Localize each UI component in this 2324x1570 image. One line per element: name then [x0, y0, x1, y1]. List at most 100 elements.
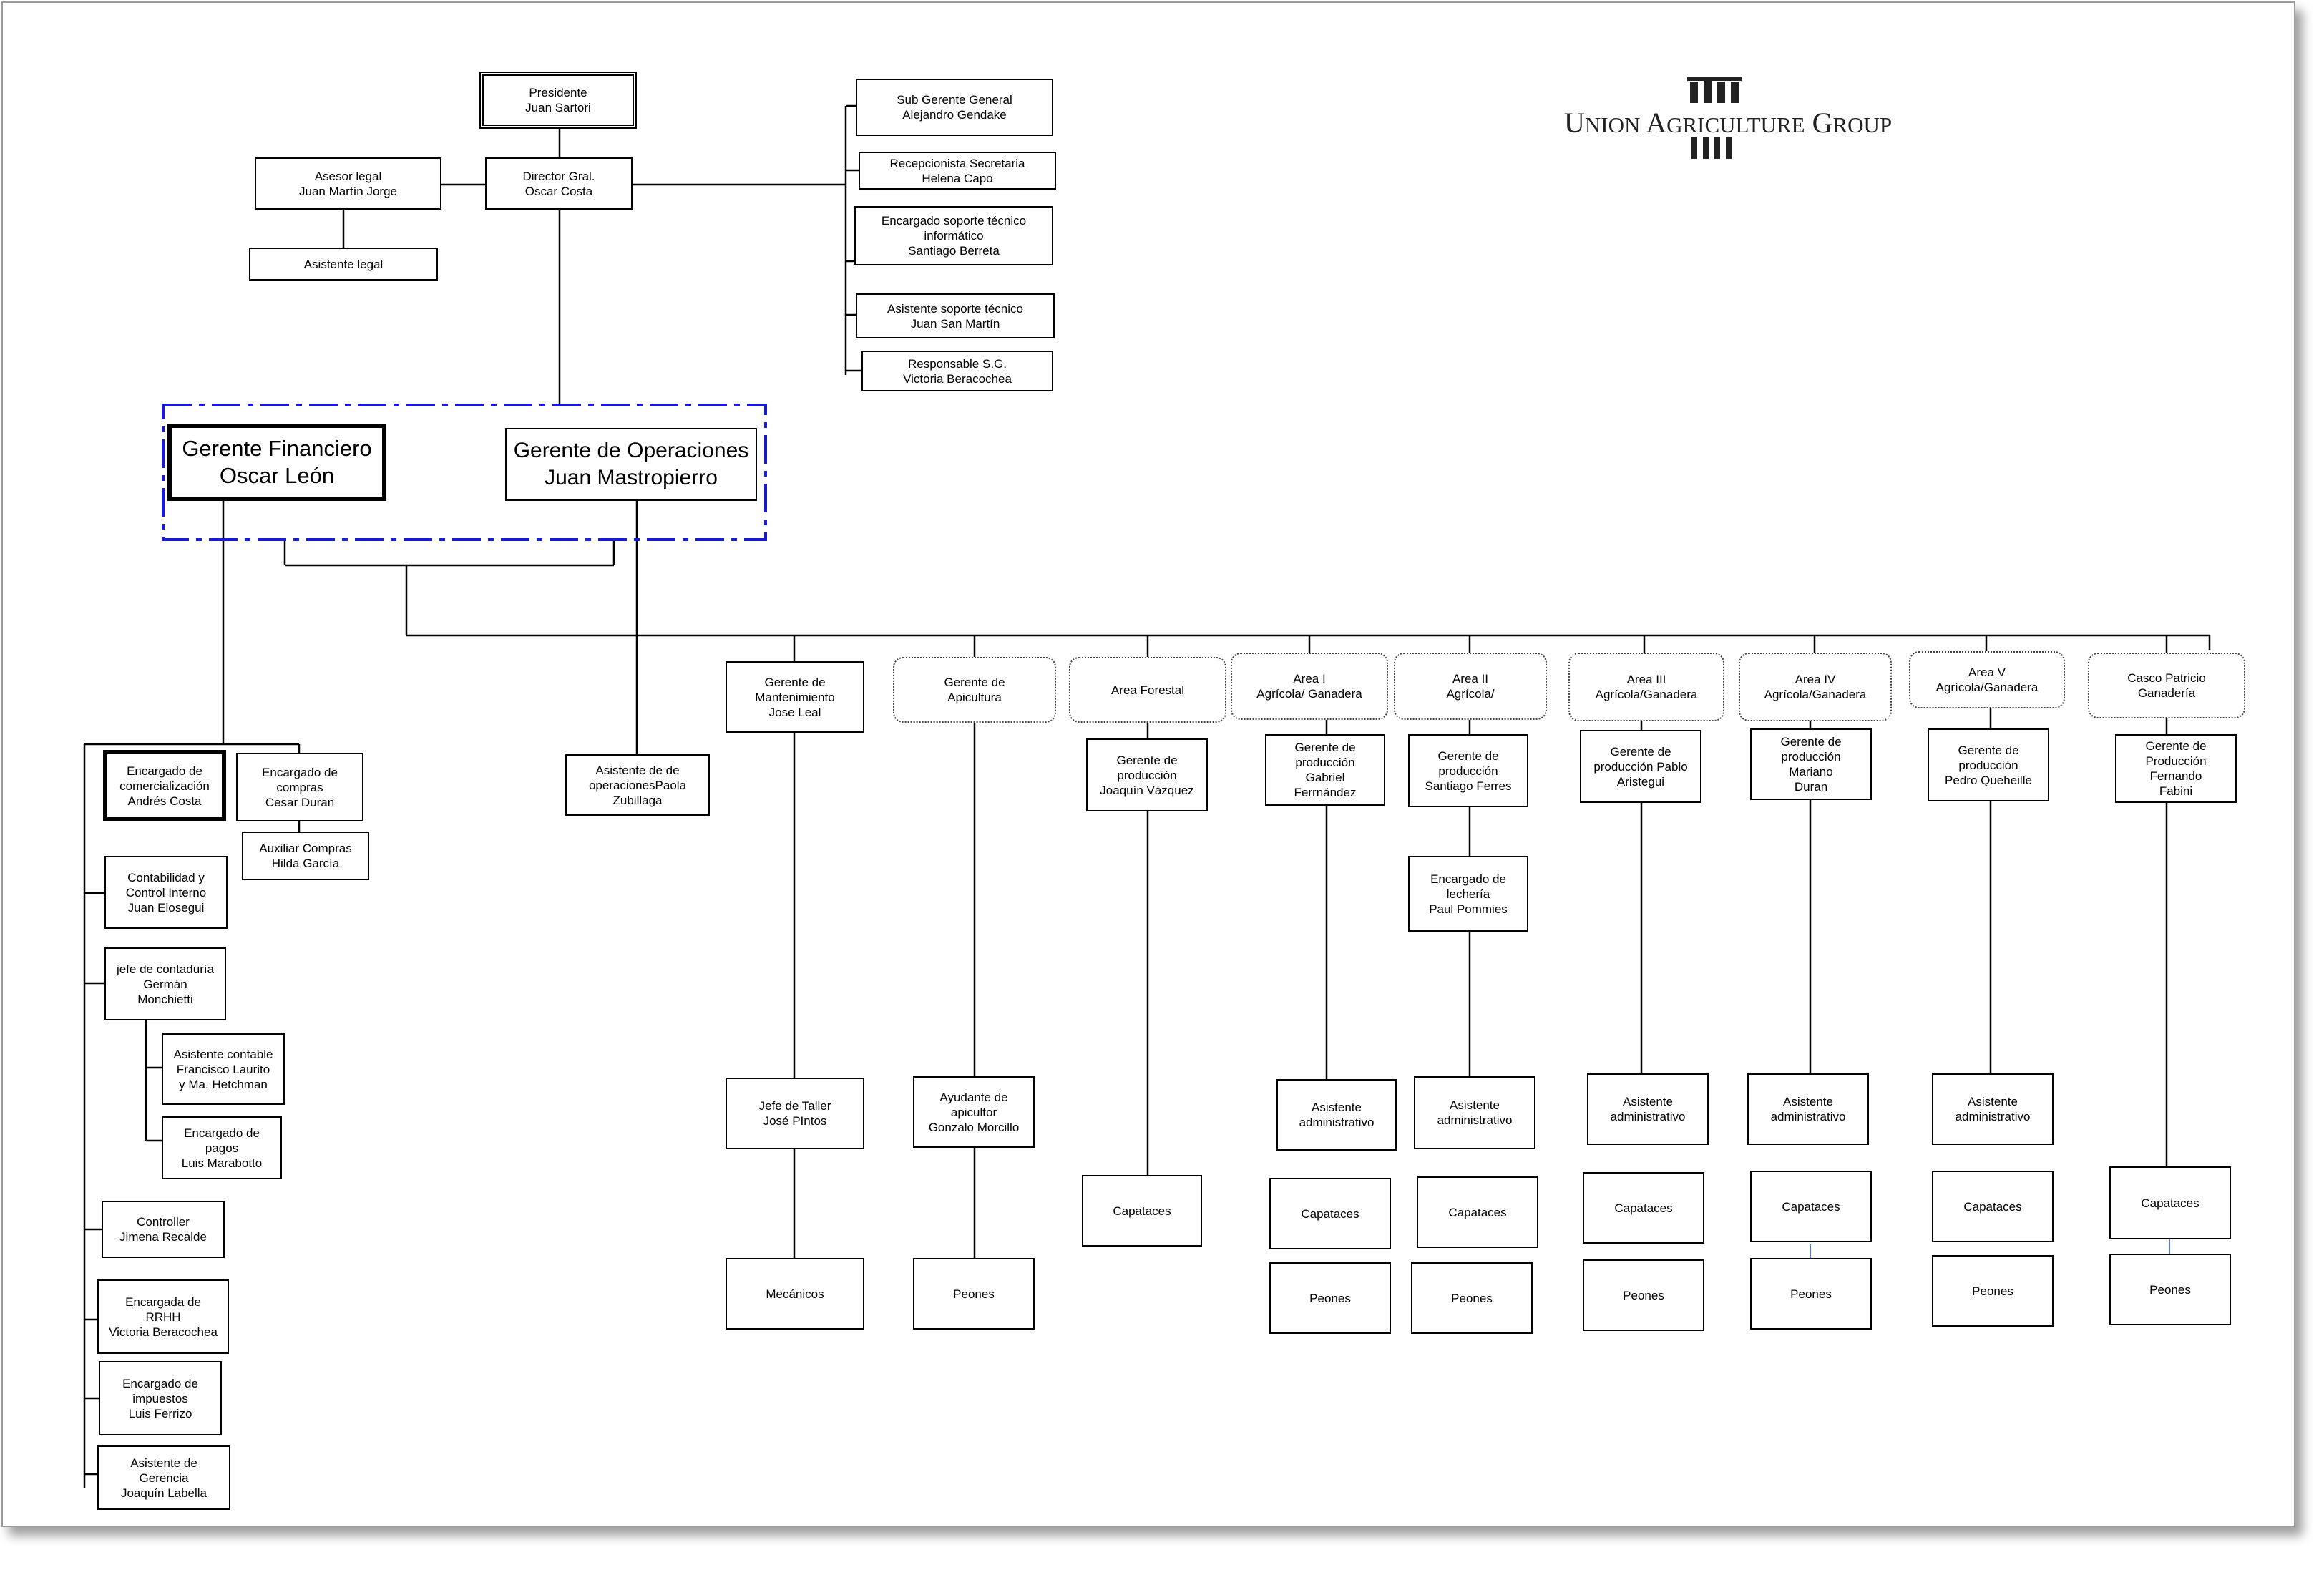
node-text-line: Producción — [2145, 754, 2207, 768]
node-text-line: administrativo — [1610, 1110, 1686, 1123]
node-peones-iii: Peones — [1583, 1259, 1704, 1331]
node-text-line: Ferrnández — [1294, 786, 1357, 799]
node-text-line: Auxiliar Compras — [259, 842, 352, 855]
node-text-line: Contabilidad y — [127, 870, 205, 884]
node-text-line: Agrícola/Ganadera — [1595, 688, 1698, 701]
node-text-line: Capataces — [1963, 1199, 2022, 1214]
node-text-line: Agrícola/ Ganadera — [1256, 687, 1362, 701]
node-text-line: Capataces — [1448, 1205, 1507, 1219]
node-text-line: Area I — [1293, 672, 1326, 686]
node-text-line: Gerente de — [1958, 743, 2019, 757]
node-text-line: Presidente — [529, 86, 587, 99]
node-text-line: Peones — [953, 1287, 995, 1301]
node-text-line: Mantenimiento — [755, 690, 835, 704]
node-text-line: Jefe de Taller — [758, 1099, 831, 1113]
node-text-line: José PIntos — [763, 1114, 827, 1128]
node-text-line: Encargada de — [125, 1294, 201, 1309]
node-text-line: Asistente de de — [595, 763, 680, 777]
node-gerente-apicultura: Gerente de Apicultura — [893, 657, 1056, 723]
node-text-line: producción — [1958, 758, 2018, 772]
node-text-line: impuestos — [132, 1391, 188, 1405]
node-text-line: Joaquín Labella — [120, 1486, 208, 1500]
node-capataces-forestal: Capataces — [1082, 1175, 1202, 1247]
node-text-line: Agrícola/Ganadera — [1764, 688, 1867, 701]
node-director: Director Gral.Oscar Costa — [485, 157, 633, 210]
node-asistente-administrativo-iii: Asistente administrativo — [1587, 1073, 1709, 1145]
node-text-line: producción — [1117, 768, 1177, 782]
node-text-line: Apicultura — [947, 691, 1002, 704]
node-text-line: administrativo — [1437, 1113, 1513, 1127]
node-text-line: Gonzalo Morcillo — [928, 1120, 1020, 1134]
node-text-line: Capataces — [1614, 1201, 1673, 1215]
node-text-line: Gerente de — [1610, 744, 1671, 759]
node-text-line: Agrícola/Ganadera — [1935, 681, 2039, 694]
node-text-line: Asistente — [1623, 1095, 1673, 1108]
node-text-line: Asistente — [1783, 1095, 1833, 1108]
node-text-line: Ayudante de — [939, 1090, 1008, 1104]
node-text-line: producción — [1781, 750, 1841, 764]
node-text-line: Jose Leal — [768, 705, 821, 719]
node-text-line: Santiago Ferres — [1425, 779, 1512, 793]
node-area-forestal: Area Forestal — [1069, 657, 1226, 723]
node-text-line: apicultor — [950, 1105, 997, 1119]
node-text-line: Asistente contable — [173, 1047, 273, 1061]
node-text-line: Gerente de — [944, 676, 1005, 689]
node-text-line: lechería — [1446, 887, 1490, 901]
node-text-line: y Ma. Hetchman — [179, 1077, 268, 1091]
node-text-line: Victoria Beracochea — [109, 1325, 218, 1339]
node-text-line: Peones — [1972, 1284, 2013, 1298]
node-peones-apicultura: Peones — [913, 1258, 1035, 1330]
node-text-line: Peones — [2149, 1282, 2191, 1297]
node-responsable-sg: Responsable S.G.Victoria Beracochea — [861, 351, 1053, 391]
node-peones-ii: Peones — [1411, 1262, 1533, 1334]
node-text-line: Oscar Costa — [524, 184, 593, 198]
node-text-line: Gabriel — [1305, 771, 1345, 784]
node-text-line: Paul Pommies — [1429, 902, 1508, 916]
node-text-line: Director Gral. — [522, 169, 595, 183]
node-text-line: Hilda García — [271, 857, 340, 870]
node-text-line: Gerencia — [139, 1471, 189, 1485]
node-text-line: Asistente — [1312, 1101, 1362, 1114]
node-text-line: Casco Patricio — [2127, 671, 2206, 685]
node-text-line: Monchietti — [137, 992, 193, 1006]
node-peones-v: Peones — [1932, 1255, 2054, 1327]
node-text-line: Asesor legal — [314, 169, 382, 183]
node-text-line: Area Forestal — [1110, 683, 1185, 697]
node-text-line: Gerente de — [1294, 741, 1356, 754]
node-text-line: Fabini — [2159, 784, 2193, 798]
node-text-line: Gerente Financiero — [182, 436, 372, 461]
node-capataces-ii: Capataces — [1417, 1176, 1538, 1248]
node-text-line: pagos — [205, 1141, 239, 1155]
node-capataces-casco: Capataces — [2109, 1166, 2231, 1239]
node-text-line: Recepcionista Secretaria — [889, 156, 1025, 170]
node-text-line: operacionesPaola — [588, 778, 687, 792]
node-text-line: Andrés Costa — [127, 794, 202, 808]
node-capataces-i: Capataces — [1269, 1178, 1391, 1249]
node-text-line: RRHH — [145, 1310, 181, 1324]
union-agriculture-group-logo: UNION AGRICULTURE GROUP — [1564, 74, 1892, 167]
node-text-line: Control Interno — [125, 885, 207, 899]
node-text-line: Juan Sartori — [525, 101, 591, 114]
